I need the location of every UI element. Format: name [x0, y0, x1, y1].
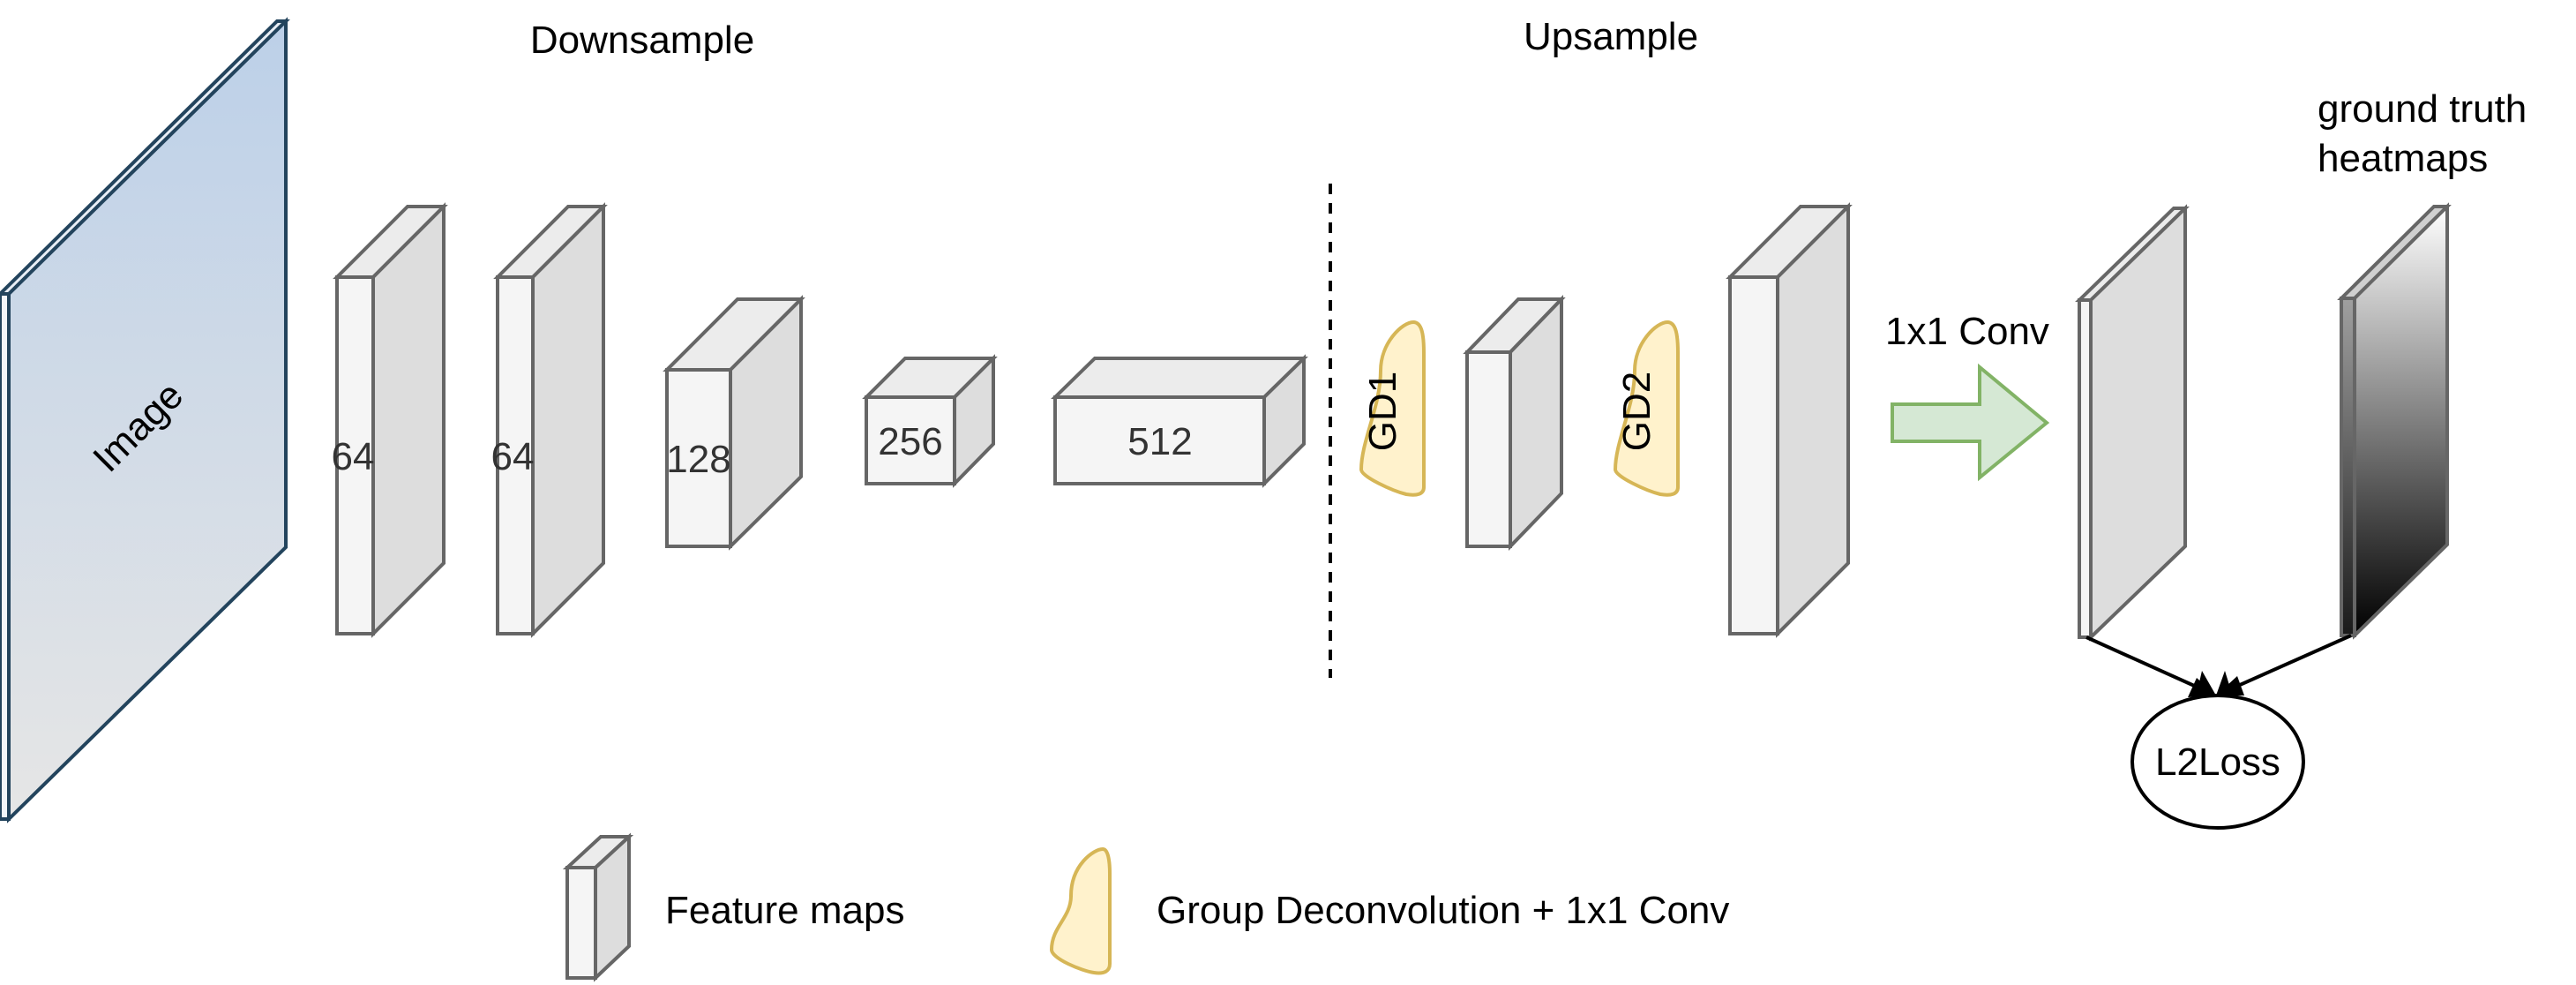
feature-map-up-large: [1726, 202, 1853, 638]
feature-map-512-label: 512: [1127, 420, 1192, 463]
feature-map-64-a-label: 64: [332, 435, 375, 478]
l2loss-label: L2Loss: [2155, 741, 2280, 784]
legend-feature-maps-label: Feature maps: [665, 889, 904, 932]
feature-map-64-b-label: 64: [491, 435, 535, 478]
feature-map-128-label: 128: [666, 438, 730, 481]
gd1-block: GD1: [1359, 320, 1426, 497]
ground-truth-label-line2: heatmaps: [2318, 137, 2488, 180]
legend-feature-maps-icon: [562, 832, 634, 982]
upsample-title: Upsample: [1524, 15, 1698, 58]
legend-group-deconv-icon: [1049, 846, 1112, 975]
downsample-title: Downsample: [530, 19, 754, 62]
ground-truth-heatmaps: [2337, 202, 2452, 640]
input-image: Image: [0, 17, 290, 823]
feature-map-256-label: 256: [878, 420, 942, 463]
feature-map-512: 512: [1051, 354, 1308, 488]
legend: Feature maps Group Deconvolution + 1x1 C…: [562, 832, 1729, 982]
feature-map-up-small: [1463, 295, 1566, 551]
predicted-heatmaps: [2075, 204, 2190, 642]
conv-label: 1x1 Conv: [1885, 310, 2049, 353]
gd2-block: GD2: [1613, 320, 1680, 497]
gd2-label: GD2: [1615, 372, 1659, 451]
conv-arrow: [1891, 363, 2050, 482]
feature-map-64-a: 64: [332, 202, 448, 638]
feature-map-128: 128: [663, 295, 805, 551]
legend-group-deconv-label: Group Deconvolution + 1x1 Conv: [1157, 889, 1729, 932]
l2loss-node: L2Loss: [2130, 694, 2305, 830]
gd1-label: GD1: [1361, 372, 1404, 451]
feature-map-64-b: 64: [491, 202, 608, 638]
loss-arrows: [2086, 634, 2352, 697]
feature-map-256: 256: [862, 354, 998, 488]
ground-truth-label-line1: ground truth: [2318, 87, 2527, 131]
